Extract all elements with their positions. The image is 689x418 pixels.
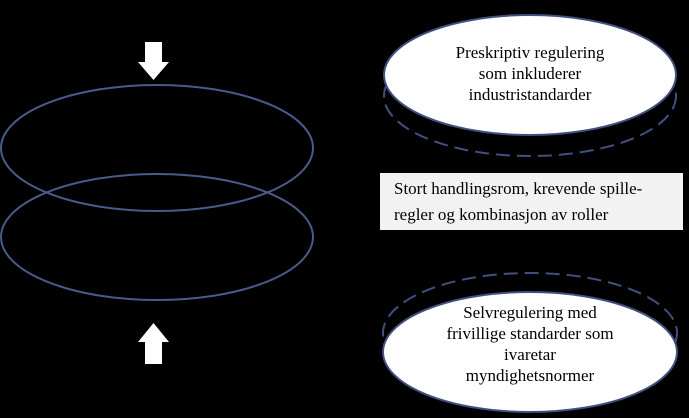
bottom-ellipse-label: Selvregulering med frivillige standarder… — [446, 302, 614, 385]
upper-ring — [0, 84, 314, 212]
top-ellipse-label: Preskriptiv regulering som inkluderer in… — [455, 42, 605, 104]
arrow-up-icon — [138, 323, 169, 364]
arrow-down-icon — [138, 42, 169, 80]
middle-text-box: Stort handlingsrom, krevende spille- reg… — [380, 173, 683, 230]
top-ellipse — [383, 14, 677, 136]
bottom-ellipse — [382, 291, 678, 413]
lower-ring — [0, 173, 314, 301]
